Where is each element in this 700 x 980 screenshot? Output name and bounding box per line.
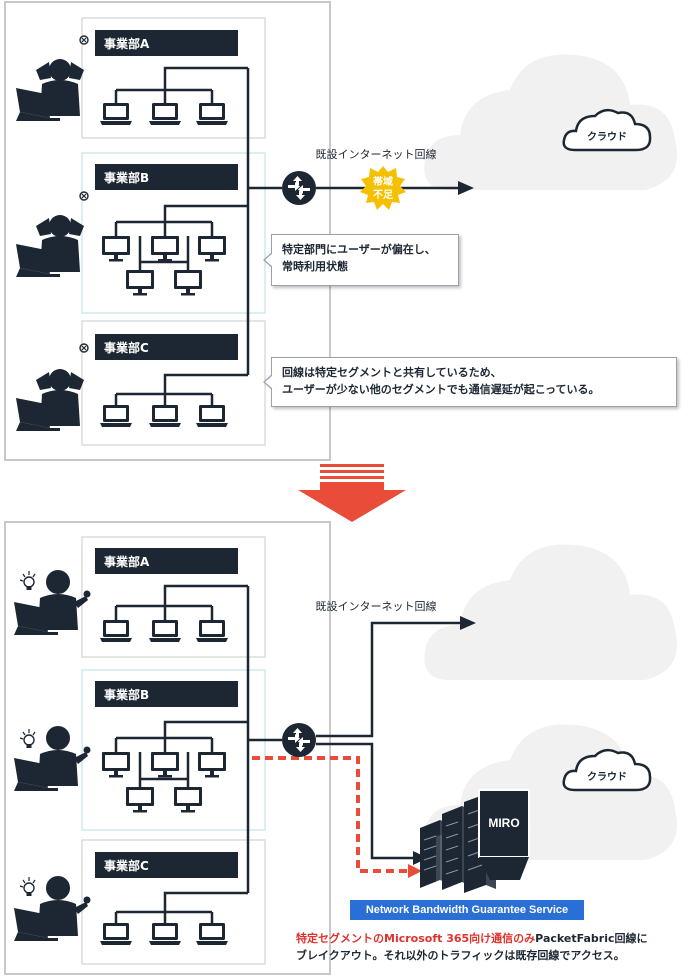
arrow-head (408, 864, 422, 878)
laptop-icon (100, 620, 132, 642)
dept-panel-a-before: 事業部A (81, 17, 266, 139)
laptop-icon (149, 620, 181, 642)
service-badge: Network Bandwidth Guarantee Service (350, 900, 584, 920)
small-cloud-after: クラウド (562, 748, 652, 792)
callout-line: 回線は特定セグメントと共有しているため、 (282, 366, 502, 379)
laptop-icon (149, 405, 181, 427)
laptop-icon (100, 923, 132, 945)
note-rest: PacketFabric回線に (535, 932, 648, 945)
dept-label: 事業部A (104, 36, 150, 51)
cloud-icon (424, 54, 677, 190)
router-icon (282, 171, 316, 205)
badge-line-1: 帯域 (373, 175, 393, 188)
server-rack-icon: MIRO (420, 789, 530, 893)
router-icon (282, 723, 316, 757)
server-label: MIRO (488, 816, 519, 830)
arrow-head (460, 616, 476, 630)
dept-panel-b-after: 事業部B (81, 669, 266, 831)
laptop-icon (149, 103, 181, 125)
note-highlight: 特定セグメントのMicrosoft 365向け通信のみ (296, 932, 536, 945)
bandwidth-shortage-badge: 帯域 不足 (360, 166, 406, 210)
breakout-note: 特定セグメントのMicrosoft 365向け通信のみPacketFabric回… (296, 930, 696, 964)
laptop-icon (196, 620, 228, 642)
cloud-label: クラウド (587, 771, 627, 783)
laptop-icon (196, 103, 228, 125)
note-line-2: ブレイクアウト。それ以外のトラフィックは既存回線でアクセス。 (296, 949, 625, 962)
laptop-icon (196, 923, 228, 945)
dept-label: 事業部B (104, 170, 149, 185)
laptop-icon (196, 405, 228, 427)
arrow-head (458, 181, 474, 195)
badge-line-2: 不足 (373, 189, 394, 201)
callout-line: 常時利用状態 (282, 260, 348, 273)
network-lines-before (114, 66, 460, 406)
small-cloud-before: クラウド (562, 108, 652, 152)
cloud-label: クラウド (587, 131, 627, 143)
internet-line-label: 既設インターネット回線 (316, 147, 437, 161)
laptop-icon (149, 923, 181, 945)
dept-label: 事業部B (104, 687, 149, 702)
dept-panel-b-before: 事業部B (81, 152, 266, 314)
cloud-icon (424, 544, 677, 680)
callout-line: ユーザーが少ない他のセグメントでも通信遅延が起こっている。 (282, 383, 600, 396)
internet-line-label: 既設インターネット回線 (316, 599, 437, 613)
dept-panel-c-after: 事業部C (81, 839, 266, 965)
dept-label: 事業部C (104, 858, 149, 873)
packetfabric-route (252, 756, 410, 873)
callout-shared-line: 回線は特定セグメントと共有しているため、 ユーザーが少ない他のセグメントでも通信… (263, 357, 677, 407)
arrow-down-icon (298, 464, 406, 522)
dept-label: 事業部C (104, 340, 149, 355)
laptop-icon (100, 405, 132, 427)
callout-line: 特定部門にユーザーが偏在し、 (282, 243, 436, 256)
laptop-icon (100, 103, 132, 125)
network-lines-after (114, 584, 462, 924)
callout-uneven-users: 特定部門にユーザーが偏在し、 常時利用状態 (263, 234, 459, 286)
dept-label: 事業部A (104, 554, 150, 569)
